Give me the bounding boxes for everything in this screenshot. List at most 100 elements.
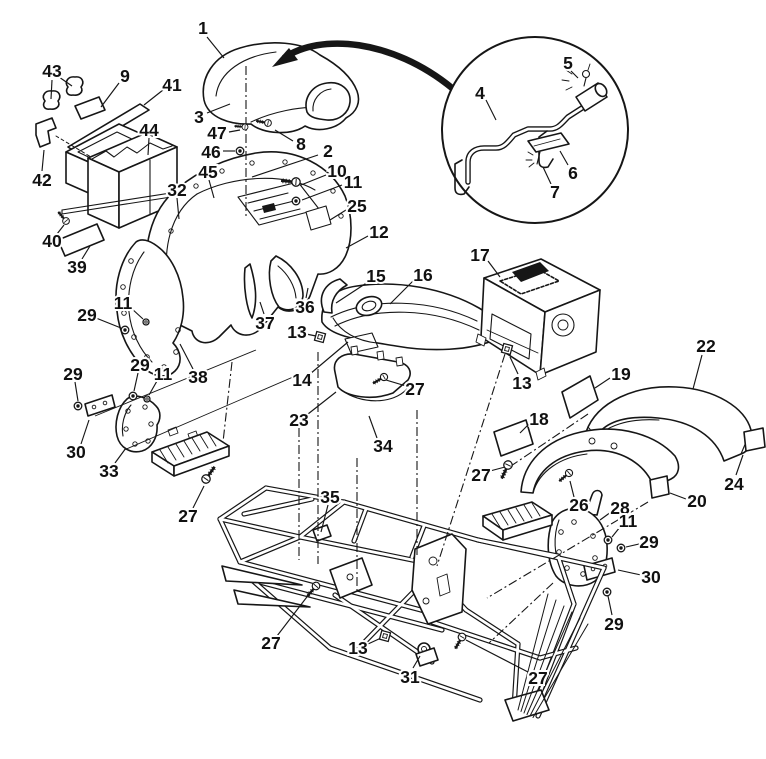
- leader-line: [599, 511, 612, 521]
- leader-line: [148, 380, 158, 396]
- callout-4-56: 4: [475, 83, 485, 103]
- lower-scoop-part: [333, 353, 411, 399]
- washer-icon: [142, 318, 150, 326]
- callout-7-59: 7: [550, 182, 560, 202]
- leader-line: [276, 588, 314, 637]
- callout-47-2: 47: [207, 123, 226, 143]
- rear-mud-flap-part: [115, 239, 185, 377]
- callout-3-1: 3: [194, 107, 204, 127]
- callout-42-14: 42: [32, 170, 52, 190]
- leader-line: [412, 655, 421, 669]
- inner-fender-part: [268, 255, 304, 311]
- leader-line: [143, 89, 164, 106]
- leader-line: [320, 504, 329, 533]
- leader-line: [41, 149, 45, 172]
- bracket-part: [35, 117, 57, 148]
- leader-line: [489, 466, 506, 472]
- seat-part: [202, 42, 360, 134]
- callout-20-37: 20: [687, 491, 707, 511]
- callout-32-18: 32: [167, 180, 187, 200]
- leader-line: [300, 174, 327, 186]
- leader-line: [56, 224, 65, 235]
- leader-line: [345, 235, 369, 249]
- callout-11-55: 11: [154, 364, 173, 384]
- leader-line: [385, 379, 407, 387]
- callout-30-52: 30: [66, 442, 86, 462]
- callout-27-47: 27: [261, 633, 280, 653]
- leader-line: [485, 99, 497, 121]
- callout-11-20: 11: [114, 293, 133, 313]
- callout-2-6: 2: [323, 141, 333, 161]
- callout-8-5: 8: [296, 134, 306, 154]
- nut-icon: [120, 325, 130, 335]
- decal-part: [74, 96, 106, 120]
- leader-line: [329, 209, 347, 221]
- screw-icon: [256, 119, 272, 127]
- left-mud-flap-part: [84, 394, 161, 453]
- leader-line: [509, 356, 519, 375]
- clip-icon: [378, 629, 392, 643]
- hood-lip-part: [320, 278, 348, 314]
- callout-26-38: 26: [569, 495, 589, 515]
- leader-line: [251, 154, 319, 178]
- decal-part: [649, 475, 670, 499]
- callout-6-58: 6: [568, 163, 578, 183]
- storage-and-battery-parts: [35, 76, 230, 257]
- leader-line: [367, 637, 382, 645]
- callout-36-22: 36: [295, 297, 315, 317]
- detail-inset: [441, 36, 629, 224]
- leader-line: [176, 197, 180, 220]
- nut-icon: [603, 535, 613, 545]
- callout-24-36: 24: [724, 474, 744, 494]
- callout-30-42: 30: [641, 567, 661, 587]
- clip-icon: [500, 342, 514, 356]
- screw-icon: [201, 465, 216, 484]
- callout-leader-lines: [41, 36, 744, 673]
- screw-icon: [558, 468, 574, 483]
- callout-31-49: 31: [400, 667, 420, 687]
- callout-28-39: 28: [610, 498, 630, 518]
- front-fender-part: [493, 375, 766, 499]
- leader-line: [208, 179, 215, 199]
- leader-line: [692, 354, 703, 390]
- leader-line: [147, 137, 150, 156]
- leader-line: [74, 381, 79, 402]
- leader-line: [81, 245, 91, 260]
- leader-line: [519, 423, 530, 434]
- alignment-guide-lines: [94, 66, 649, 644]
- decal-part: [305, 205, 332, 231]
- front-box-part: [475, 258, 601, 381]
- callout-11-8: 11: [344, 172, 363, 192]
- callout-29-19: 29: [77, 305, 97, 325]
- frame-part: [217, 485, 607, 722]
- nut-icon: [235, 146, 245, 156]
- leader-line: [100, 82, 120, 108]
- leader-line: [206, 36, 225, 59]
- leader-line: [617, 569, 642, 576]
- callout-39-17: 39: [67, 257, 87, 277]
- callout-29-43: 29: [604, 614, 624, 634]
- leader-line: [487, 260, 501, 278]
- screw-icon: [372, 372, 389, 385]
- callout-37-23: 37: [255, 313, 274, 333]
- leader-line: [228, 129, 241, 133]
- leader-line: [607, 595, 613, 616]
- footrest-right: [482, 501, 553, 541]
- hanger-bracket-part: [538, 130, 554, 169]
- callout-29-54: 29: [130, 355, 150, 375]
- leader-line: [95, 317, 122, 329]
- leader-line: [301, 184, 343, 201]
- leader-line: [179, 343, 194, 370]
- leader-line: [274, 129, 294, 142]
- leader-line: [80, 419, 90, 445]
- leader-line: [570, 70, 579, 79]
- nut-icon: [602, 587, 612, 597]
- callout-11-40: 11: [619, 511, 638, 531]
- nut-icon: [616, 543, 626, 553]
- callout-13-48: 13: [348, 638, 368, 658]
- washer-icon: [143, 395, 151, 403]
- callout-13-24: 13: [287, 322, 307, 342]
- front-cover-part: [320, 278, 500, 402]
